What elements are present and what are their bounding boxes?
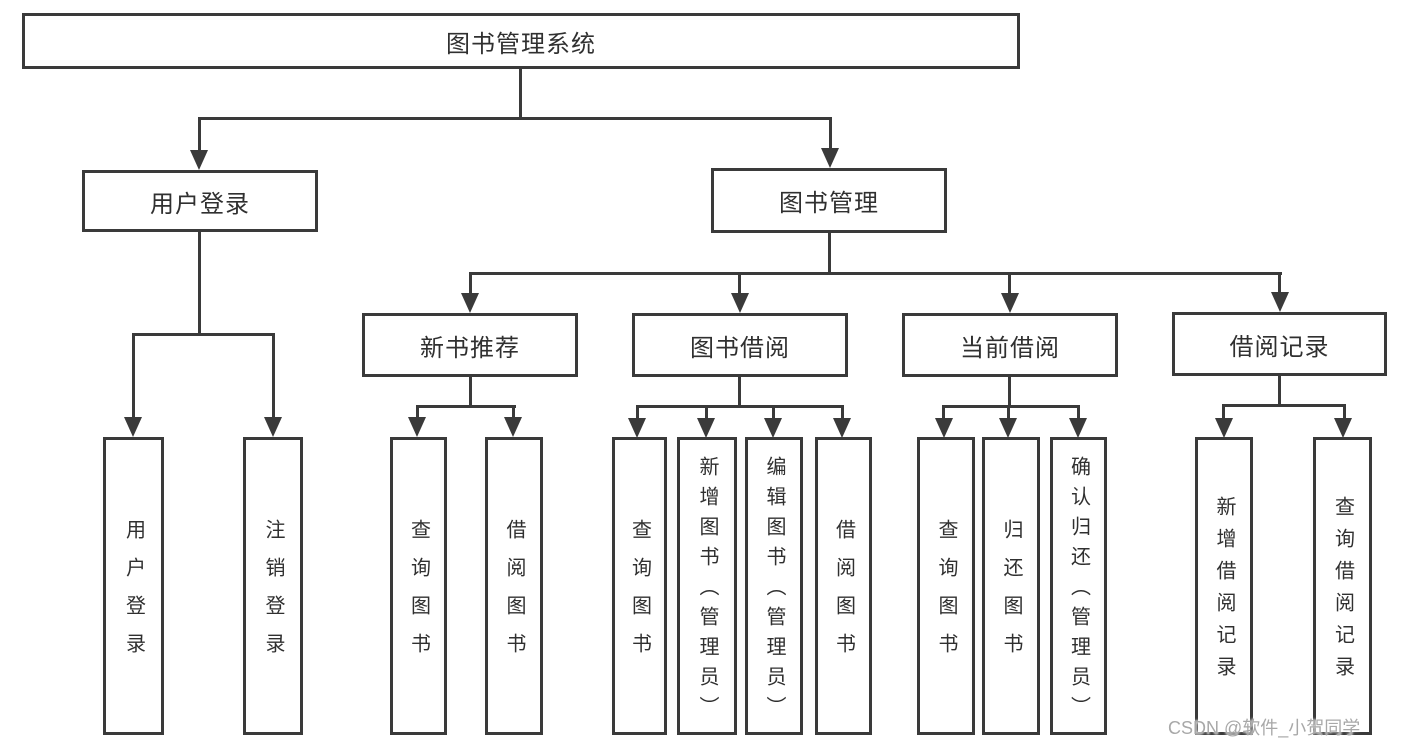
connector-line (198, 117, 201, 153)
node-book-management-label: 图书管理 (779, 190, 879, 217)
leaf-borrow-query-books: 查询图书 (612, 437, 667, 735)
arrow-down-icon (1069, 418, 1087, 438)
arrow-down-icon (731, 293, 749, 313)
arrow-down-icon (1001, 293, 1019, 313)
connector-line (416, 405, 419, 419)
node-user-login-label: 用户登录 (150, 190, 250, 218)
leaf-recommend-query-books: 查询图书 (390, 437, 447, 735)
arrow-down-icon (697, 418, 715, 438)
leaf-current-query-books: 查询图书 (917, 437, 975, 735)
connector-line (1343, 404, 1346, 418)
arrow-down-icon (1334, 418, 1352, 438)
node-root-label: 图书管理系统 (446, 30, 596, 58)
connector-line (1222, 404, 1346, 407)
connector-line (1008, 272, 1011, 295)
arrow-down-icon (504, 417, 522, 437)
connector-line (132, 333, 135, 418)
connector-line (132, 333, 275, 336)
arrow-down-icon (628, 418, 646, 438)
connector-line (636, 405, 639, 419)
connector-line (942, 405, 945, 419)
connector-line (942, 405, 1080, 408)
arrow-down-icon (461, 293, 479, 313)
leaf-add-borrow-record: 新增借阅记录 (1195, 437, 1253, 735)
connector-line (469, 377, 472, 408)
connector-line (512, 405, 515, 419)
connector-line (1278, 376, 1281, 407)
leaf-edit-books-admin: 编辑图书（管理员） (745, 437, 803, 735)
connector-line (416, 405, 516, 408)
node-borrowing-records: 借阅记录 (1172, 312, 1387, 376)
node-book-borrowing-label: 图书借阅 (690, 334, 790, 362)
connector-line (1077, 405, 1080, 419)
node-new-book-recommendation: 新书推荐 (362, 313, 578, 377)
arrow-down-icon (408, 417, 426, 437)
leaf-user-login: 用户登录 (103, 437, 164, 735)
arrow-down-icon (935, 418, 953, 438)
arrow-down-icon (999, 418, 1017, 438)
connector-line (469, 272, 1282, 275)
arrow-down-icon (124, 417, 142, 437)
connector-line (705, 405, 708, 419)
watermark: CSDN @软件_小贺同学 (1168, 718, 1361, 738)
connector-line (636, 405, 844, 408)
arrow-down-icon (764, 418, 782, 438)
connector-line (841, 405, 844, 419)
arrow-down-icon (190, 150, 208, 170)
arrow-down-icon (264, 417, 282, 437)
node-new-book-recommendation-label: 新书推荐 (420, 334, 520, 362)
connector-line (1222, 404, 1225, 418)
node-user-login: 用户登录 (82, 170, 318, 232)
connector-line (198, 232, 201, 335)
leaf-confirm-return-admin: 确认归还（管理员） (1050, 437, 1107, 735)
leaf-add-books-admin: 新增图书（管理员） (677, 437, 737, 735)
node-book-borrowing: 图书借阅 (632, 313, 848, 377)
node-root: 图书管理系统 (22, 13, 1020, 69)
node-book-management: 图书管理 (711, 168, 947, 233)
connector-line (272, 333, 275, 418)
connector-line (1008, 377, 1011, 408)
connector-line (829, 117, 832, 151)
arrow-down-icon (821, 148, 839, 168)
leaf-logout-login: 注销登录 (243, 437, 303, 735)
connector-line (738, 377, 741, 408)
leaf-return-books: 归还图书 (982, 437, 1040, 735)
leaf-borrow-books: 借阅图书 (815, 437, 872, 735)
arrow-down-icon (1215, 418, 1233, 438)
arrow-down-icon (833, 418, 851, 438)
node-current-borrowing: 当前借阅 (902, 313, 1118, 377)
connector-line (772, 405, 775, 419)
leaf-recommend-borrow-books: 借阅图书 (485, 437, 543, 735)
connector-line (198, 117, 832, 120)
connector-line (1007, 405, 1010, 419)
connector-line (469, 272, 472, 295)
connector-line (828, 233, 831, 274)
connector-line (1278, 272, 1281, 295)
leaf-query-borrow-record: 查询借阅记录 (1313, 437, 1372, 735)
node-borrowing-records-label: 借阅记录 (1229, 333, 1330, 361)
arrow-down-icon (1271, 292, 1289, 312)
connector-line (738, 272, 741, 295)
node-current-borrowing-label: 当前借阅 (960, 334, 1060, 362)
connector-line (519, 69, 522, 119)
